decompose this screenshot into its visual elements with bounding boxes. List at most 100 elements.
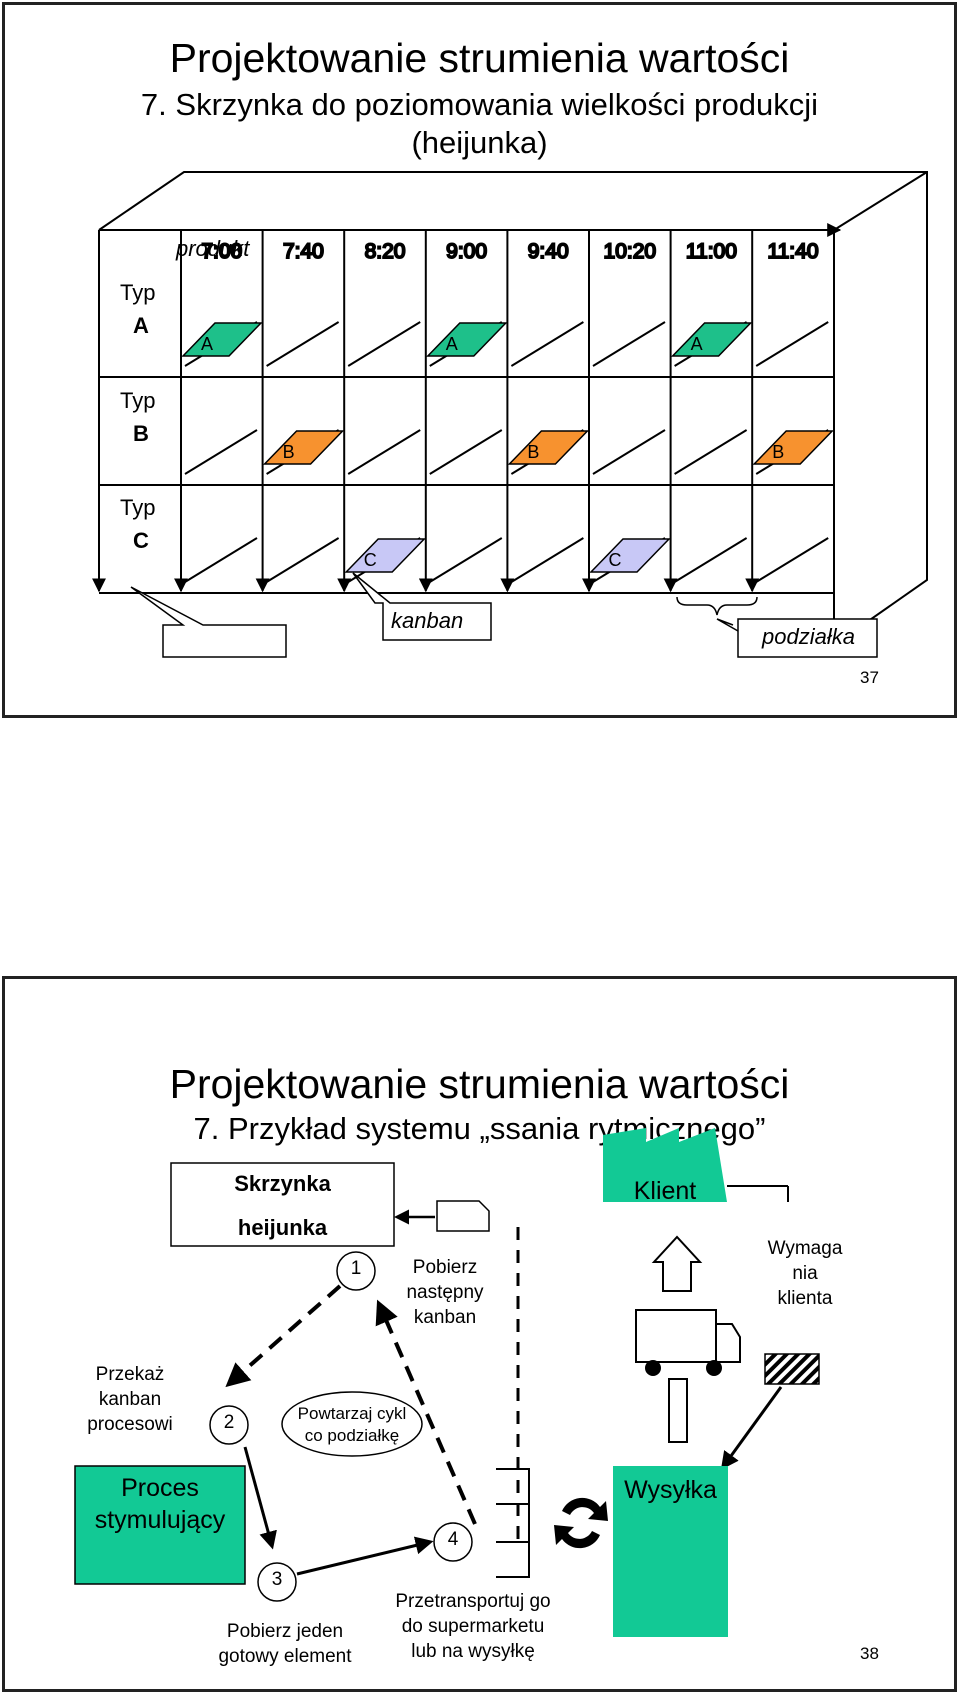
kanban-slot <box>347 429 421 475</box>
pobierz-jeden-text: Pobierz jeden gotowy element <box>218 1621 352 1667</box>
proces-label-line2: stymulujący <box>94 1506 226 1534</box>
kanban-slot <box>347 321 421 367</box>
kanban-card-a: A <box>181 322 263 357</box>
row-label-typ-b: Typ <box>120 388 156 413</box>
svg-text:B: B <box>283 442 295 462</box>
time-label: 10:20 <box>604 240 657 263</box>
kanban-card-b: B <box>507 430 590 465</box>
time-label: 7:00 <box>201 240 242 263</box>
time-label: 11:40 <box>768 240 819 263</box>
powtarzaj-text: Powtarzaj cykl co podziałkę <box>297 1404 407 1445</box>
kanban-slot <box>674 429 748 475</box>
kanban-slot <box>429 537 503 583</box>
przekaz-kanban-text: Przekaż kanban procesowi <box>87 1364 173 1435</box>
klient-label: Klient <box>633 1177 697 1205</box>
kanban-card-c: C <box>344 538 426 573</box>
box-top-right-edge <box>833 171 928 231</box>
slide-38: Projektowanie strumienia wartości 7. Prz… <box>2 976 957 1692</box>
kanban-card-b: B <box>752 430 834 465</box>
klient-factory <box>603 1128 727 1202</box>
row-label-letter-b: B <box>133 421 149 446</box>
arrow-2-to-3 <box>243 1446 277 1550</box>
svg-text:A: A <box>201 334 213 354</box>
callout-produkt-text: produkt <box>176 236 250 261</box>
time-label: 7:40 <box>283 240 324 263</box>
kanban-slot <box>592 321 666 367</box>
time-label: 8:20 <box>365 240 406 263</box>
step-4-label: 4 <box>447 1529 459 1550</box>
row-label-letter-a: A <box>133 313 149 338</box>
slide-title: Projektowanie strumienia wartości <box>169 35 790 81</box>
podzialka-brace <box>676 596 758 616</box>
svg-text:C: C <box>609 550 622 570</box>
demand-arrow <box>720 1386 783 1470</box>
heijunka-box-line2: heijunka <box>237 1215 328 1240</box>
shipment-connector <box>668 1378 688 1443</box>
kanban-slot <box>510 537 584 583</box>
kanban-slot <box>266 321 340 367</box>
page-number: 37 <box>860 668 879 687</box>
cycle-icon <box>554 1497 608 1549</box>
kanban-slot <box>592 429 666 475</box>
wysylka-box <box>613 1466 728 1637</box>
przetransportuj-text: Przetransportuj go do supermarketu lub n… <box>395 1591 551 1662</box>
customer-demand-icon <box>764 1353 820 1385</box>
kanban-callout <box>352 572 492 641</box>
proces-box <box>74 1465 246 1585</box>
kanban-slot <box>429 429 503 475</box>
time-label: 9:40 <box>528 240 569 263</box>
kanban-slot <box>674 537 748 583</box>
svg-text:C: C <box>364 550 377 570</box>
time-label: 9:00 <box>446 240 487 263</box>
cycle-ellipse <box>281 1391 423 1457</box>
time-label: 11:00 <box>686 240 737 263</box>
wysylka-label: Wysyłka <box>624 1476 717 1504</box>
kanban-card-icon <box>436 1200 490 1232</box>
step-3-label: 3 <box>271 1569 283 1590</box>
callout-kanban-text: kanban <box>391 608 464 633</box>
step-2-circle <box>209 1405 249 1445</box>
truck-icon <box>635 1309 741 1376</box>
kanban-slot <box>184 537 258 583</box>
dashed-arrow-4-to-1 <box>375 1299 477 1525</box>
kanban-slot <box>266 537 340 583</box>
svg-text:A: A <box>691 334 703 354</box>
heijunka-box <box>170 1162 395 1247</box>
produkt-callout <box>130 586 287 658</box>
kanban-slot <box>755 537 829 583</box>
kanban-slot <box>755 321 829 367</box>
svg-text:A: A <box>446 334 458 354</box>
step-4-circle <box>433 1522 473 1562</box>
proces-label-line1: Proces <box>121 1474 199 1502</box>
svg-text:B: B <box>772 442 784 462</box>
pull-system-diagram <box>74 1128 820 1637</box>
svg-text:B: B <box>527 442 539 462</box>
step-2-label: 2 <box>223 1412 235 1433</box>
row-label-typ-c: Typ <box>120 495 156 520</box>
supermarket-shelf <box>496 1468 530 1578</box>
dashed-arrow-1-to-2 <box>225 1284 342 1388</box>
pobierz-nastepny-text: Pobierz następny kanban <box>406 1257 484 1328</box>
step-1-circle <box>336 1251 376 1291</box>
heijunka-box-line1: Skrzynka <box>234 1171 331 1196</box>
kanban-card-b: B <box>262 430 345 465</box>
kanban-slot <box>510 321 584 367</box>
slide-37: Projektowanie strumienia wartości 7. Skr… <box>2 2 957 718</box>
slide-subtitle-line2: (heijunka) <box>411 125 548 160</box>
podzialka-callout <box>737 618 878 658</box>
row-label-typ-a: Typ <box>120 280 156 305</box>
slide-title: Projektowanie strumienia wartości <box>169 1061 790 1107</box>
heijunka-box-diagram: 7:00 7:40 8:20 9:00 9:40 10:20 11:00 11:40 A A A B… <box>92 171 928 658</box>
kanban-card-c: C <box>589 538 671 573</box>
up-arrow-icon <box>651 1235 703 1292</box>
page-number: 38 <box>860 1644 879 1663</box>
row-label-letter-c: C <box>133 528 149 553</box>
step-1-label: 1 <box>350 1258 362 1279</box>
arrow-3-to-4 <box>296 1536 434 1576</box>
slide-subtitle-line1: 7. Skrzynka do poziomowania wielkości pr… <box>140 87 819 122</box>
step-3-circle <box>257 1562 297 1602</box>
kanban-card-a: A <box>670 322 753 357</box>
wymagania-klienta-text: Wymaga nia klienta <box>767 1238 843 1309</box>
callout-podzialka-text: podziałka <box>762 624 855 649</box>
kanban-slot <box>184 429 258 475</box>
